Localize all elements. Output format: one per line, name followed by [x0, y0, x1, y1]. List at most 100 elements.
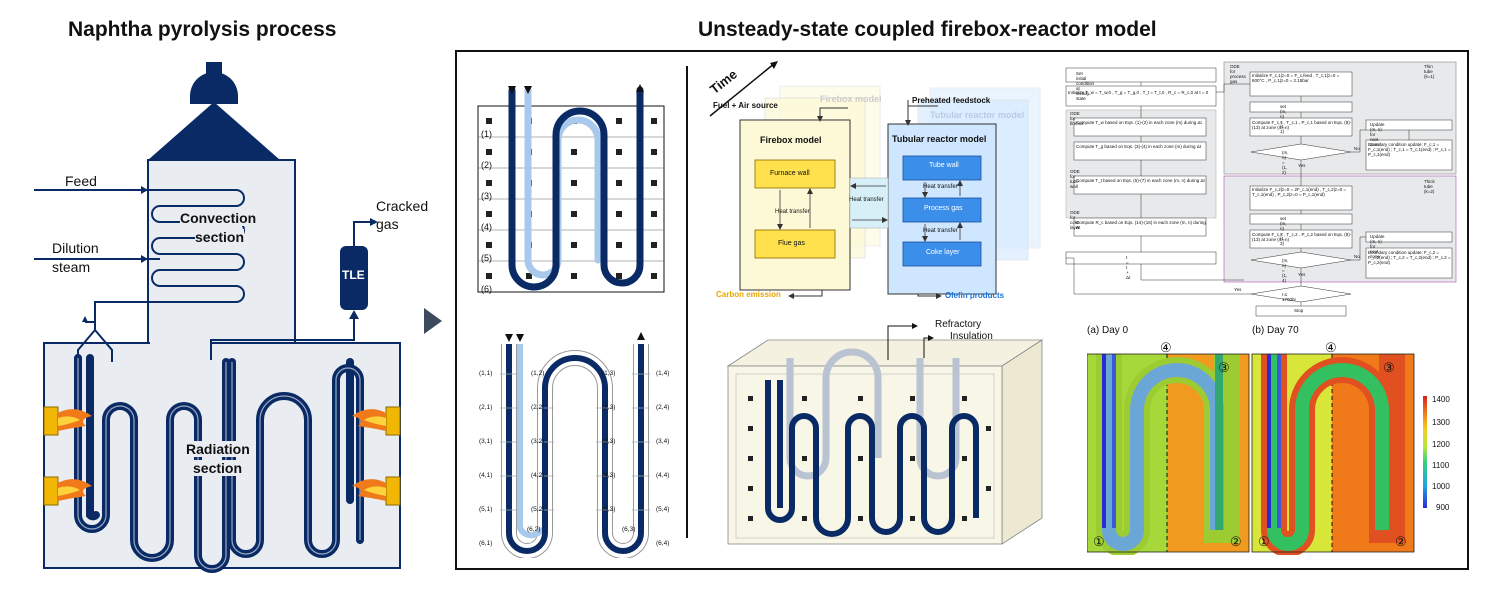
thick-label: Thick tube (k=2)	[1424, 179, 1435, 194]
thin-step: (m, n) = (1, 2)	[1282, 150, 1289, 175]
olefin-label: Olefin products	[945, 291, 1005, 300]
no-label: No	[1354, 254, 1360, 259]
marker-3: ③	[1218, 360, 1230, 375]
grid2-cell: (1,2)	[531, 370, 545, 377]
right-title: Unsteady-state coupled firebox-reactor m…	[698, 18, 1157, 41]
grid2-cell: (5,2)	[531, 506, 545, 513]
flow-step: Set initial condition at steady state	[1076, 71, 1095, 101]
thin-step: set (m, n) = (1, 1)	[1280, 104, 1287, 134]
coke-layer-label: Coke layer	[926, 249, 960, 256]
stop-label: Stop	[1294, 308, 1304, 313]
end-check: t ≤ 1700hr	[1282, 292, 1297, 302]
firebox-ghost-label: Firebox model	[820, 94, 882, 104]
flow-step: Compute R_c based on Eqs. (14)-(16) in e…	[1076, 220, 1206, 230]
zone-grid-2	[500, 332, 650, 558]
colorbar-tick: 1200	[1432, 440, 1450, 449]
grid2-cell: (3,1)	[479, 438, 493, 445]
marker-2-b: ②	[1395, 534, 1407, 549]
grid2-cell: (2,4)	[656, 404, 670, 411]
flue-gas-label: Flue gas	[778, 240, 805, 247]
grid2-cell: (6,2)	[527, 526, 541, 533]
thin-label: Thin tube (k=1)	[1424, 64, 1435, 79]
grid2-cell: (5,4)	[656, 506, 670, 513]
model-frame	[455, 50, 1469, 570]
thin-step: Initialize F_c,1|z=0 = F_c,feed , T_c,1|…	[1252, 73, 1340, 83]
furnace-3d	[726, 323, 1044, 545]
convection-box	[147, 159, 296, 344]
tle-feed-line	[210, 318, 355, 360]
thick-step: Boundary condition update: F_c,2 = F_c,2…	[1368, 250, 1451, 265]
colorbar-tick: 1000	[1432, 482, 1450, 491]
thin-step: Compute F_c,1 , T_c,1 , P_c,1 based on E…	[1252, 120, 1352, 130]
grid2-cell: (4,4)	[656, 472, 670, 479]
thin-step: Boundary condition update: F_c,1 = F_c,1…	[1368, 142, 1451, 157]
burner-left-top	[43, 406, 92, 436]
left-title: Naphtha pyrolysis process	[68, 18, 337, 41]
flowchart	[1065, 61, 1457, 317]
burner-right-bottom	[352, 476, 401, 506]
grid2-cell: (5,3)	[602, 506, 616, 513]
grid2-cell: (4,1)	[479, 472, 493, 479]
day70-label: (b) Day 70	[1252, 325, 1299, 336]
grid2-cell: (2,1)	[479, 404, 493, 411]
yes-label: Yes	[1234, 287, 1242, 292]
between-heat-label: Heat transfer	[849, 197, 884, 203]
ode-label: ODE for process gas	[1230, 64, 1246, 84]
marker-1-b: ①	[1258, 534, 1270, 549]
day70-map	[1251, 353, 1415, 555]
thick-step: (m, n) = (1, 4)	[1282, 258, 1289, 283]
yes-label: Yes	[1298, 163, 1306, 168]
colorbar-tick: 1400	[1432, 395, 1450, 404]
stack-hood	[148, 102, 280, 160]
thick-step: set (m, n) = (1, 3)	[1280, 216, 1287, 246]
flow-step: Compute T_w based on Eqs. (1)-(2) in eac…	[1076, 120, 1202, 125]
cracked-gas-label-1: Cracked	[376, 198, 429, 214]
cracked-gas-label-2: gas	[376, 216, 399, 232]
heat-transfer-label-b: Heat transfer	[923, 228, 958, 234]
stack-dome	[190, 72, 238, 104]
radiation-label-1: Radiation	[186, 441, 250, 457]
convection-coil	[94, 189, 245, 330]
flow-step: Initialize T_w = T_w,0 , T_g = T_g,0 , T…	[1068, 90, 1209, 95]
yes-label: Yes	[1298, 272, 1306, 277]
grid1-row-label: (2)	[481, 160, 492, 170]
marker-3-b: ③	[1383, 360, 1395, 375]
grid2-cell: (3,2)	[531, 438, 545, 445]
grid2-cell: (2,2)	[531, 404, 545, 411]
flow-step: ODE for tube wall	[1070, 169, 1080, 189]
convection-label-1: Convection	[180, 210, 257, 226]
marker-4-b: ④	[1325, 340, 1337, 355]
marker-4: ④	[1160, 340, 1172, 355]
next-arrow-icon	[424, 308, 442, 334]
preheated-label: Preheated feedstock	[912, 96, 991, 105]
fuel-label: Fuel + Air source	[713, 101, 778, 110]
grid1-row-label: (4)	[481, 222, 492, 232]
day0-map	[1087, 353, 1250, 555]
marker-1: ①	[1093, 534, 1105, 549]
grid1-row-label: (5)	[481, 253, 492, 263]
thick-step: Compute F_c,2 , T_c,2 , P_c,2 based on E…	[1252, 232, 1352, 242]
model-schematic	[709, 61, 1041, 299]
colorbar-tick: 1300	[1432, 418, 1450, 427]
heat-transfer-label-a: Heat transfer	[923, 184, 958, 190]
flow-step: t = t + Δt	[1126, 255, 1131, 280]
thin-step: Update (m, n) for next zone	[1370, 122, 1385, 147]
radiation-label-2: section	[193, 460, 243, 476]
grid2-cell: (6,1)	[479, 540, 493, 547]
grid1-row-label: (3)	[481, 191, 492, 201]
temperature-maps	[1087, 353, 1427, 555]
colorbar	[1423, 396, 1427, 508]
grid2-cell: (4,3)	[602, 472, 616, 479]
burner-left-bottom	[43, 476, 92, 506]
refractory-label: Refractory	[935, 319, 982, 330]
flow-step: ODE for coke layer	[1070, 210, 1080, 230]
grid2-cell: (6,4)	[656, 540, 670, 547]
marker-2: ②	[1230, 534, 1242, 549]
day0-label: (a) Day 0	[1087, 325, 1129, 336]
panel-divider	[686, 66, 688, 538]
process-gas-label: Process gas	[924, 205, 963, 212]
dilution-label-1: Dilution	[52, 240, 99, 256]
burner-right-top	[352, 406, 401, 436]
colorbar-tick: 1100	[1432, 461, 1450, 470]
convection-label-2: section	[195, 229, 245, 245]
